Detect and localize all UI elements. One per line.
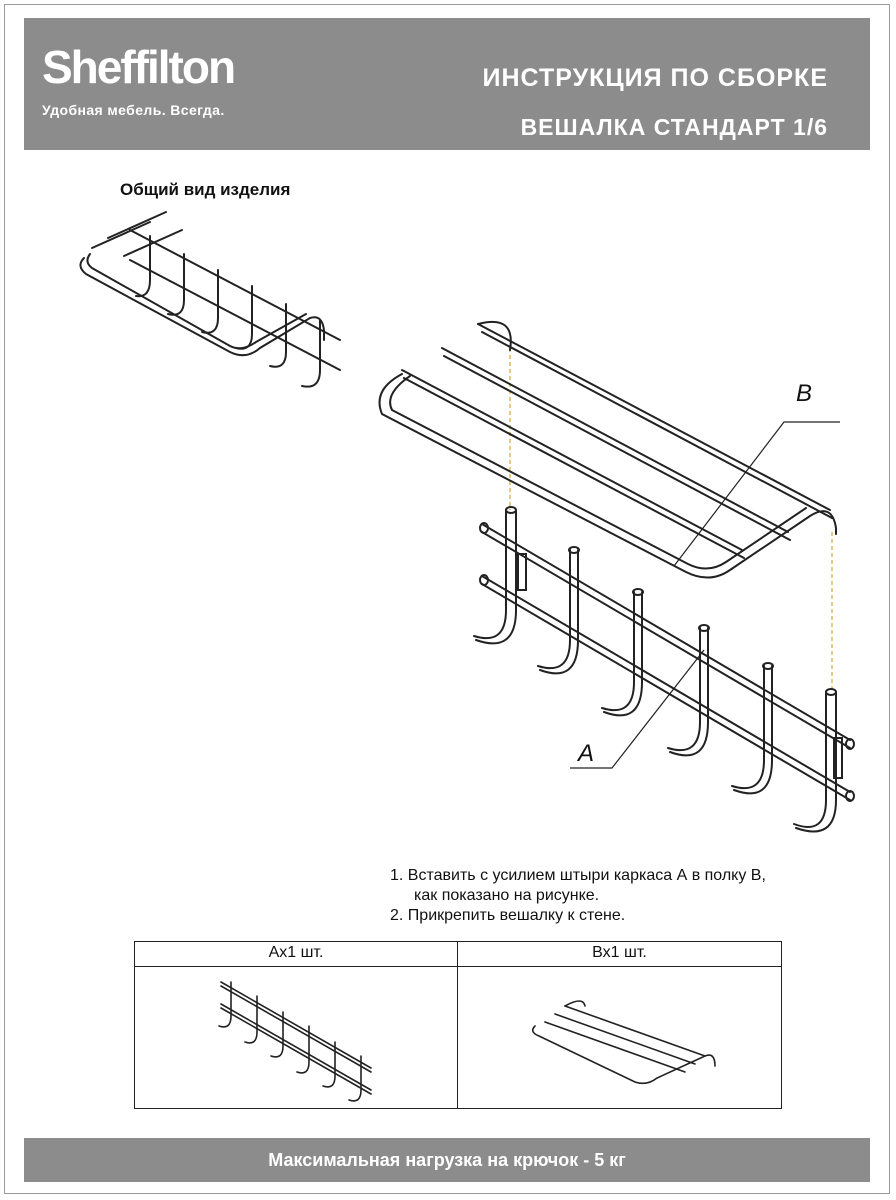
step-1: 1. Вставить с усилием штыри каркаса А в …	[390, 867, 766, 884]
product-title: ВЕШАЛКА СТАНДАРТ 1/6	[520, 114, 828, 140]
label-part-a: A	[578, 740, 595, 767]
assembled-hanger-drawing	[79, 211, 341, 388]
max-load-banner: Максимальная нагрузка на крючок - 5 кг	[24, 1138, 870, 1182]
parts-table: Ах1 шт. Вх1 шт.	[134, 941, 782, 1109]
instruction-title: ИНСТРУКЦИЯ ПО СБОРКЕ	[482, 64, 828, 92]
assembly-diagram	[378, 320, 855, 833]
general-view-title: Общий вид изделия	[120, 180, 291, 199]
page-frame	[4, 4, 890, 1194]
step-2: 2. Прикрепить вешалку к стене.	[390, 907, 626, 924]
part-a-drawing	[218, 981, 372, 1102]
table-divider	[457, 942, 458, 1108]
table-header-divider	[135, 966, 781, 967]
step-1-continued: как показано на рисунке.	[414, 887, 600, 904]
header-banner: Sheffilton Удобная мебель. Всегда. ИНСТР…	[24, 18, 870, 150]
shelf-b	[378, 320, 837, 579]
part-a-count: Ах1 шт.	[268, 944, 324, 961]
assembly-steps: 1. Вставить с усилием штыри каркаса А в …	[390, 866, 766, 926]
brand-logo: Sheffilton Удобная мебель. Всегда.	[42, 41, 236, 118]
part-b-drawing	[531, 1000, 716, 1085]
frame-a	[473, 506, 855, 833]
brand-tagline: Удобная мебель. Всегда.	[42, 102, 225, 118]
label-part-b: B	[796, 380, 813, 407]
part-b-count: Вх1 шт.	[592, 944, 647, 961]
brand-name: Sheffilton	[42, 41, 236, 93]
